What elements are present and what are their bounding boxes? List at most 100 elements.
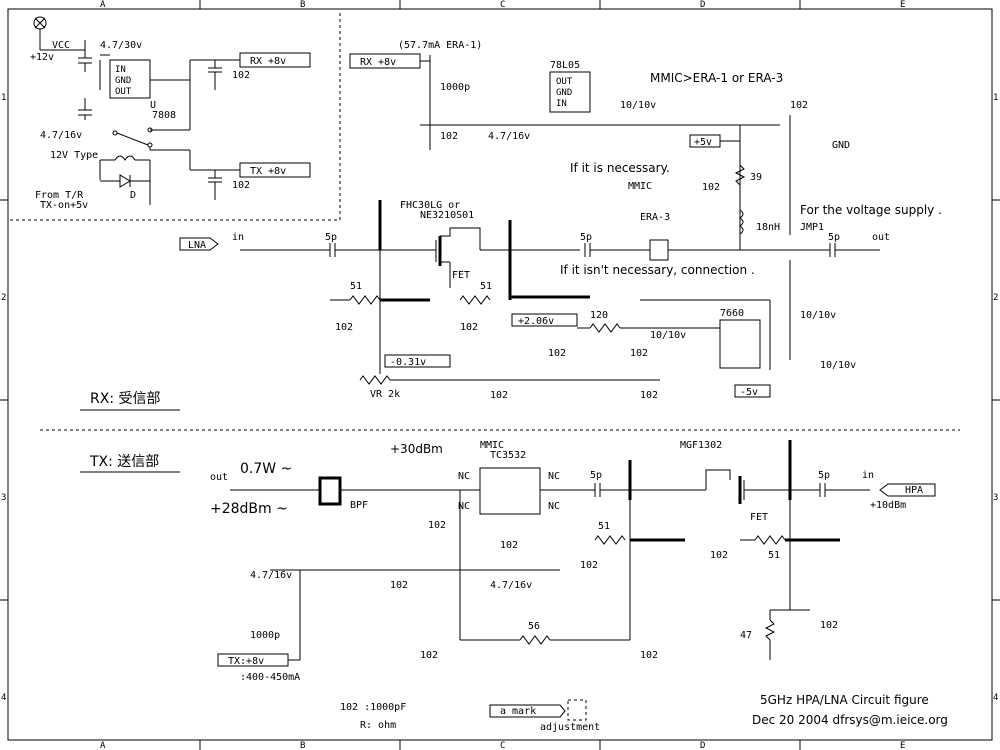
l18-symbol (739, 209, 744, 235)
reg-78l05: 78L05 (550, 60, 580, 71)
regulator-7808 (109, 59, 151, 99)
tx-fet-label: FET (750, 512, 768, 523)
ic7660-label: 7660 (720, 308, 744, 319)
mmic-label: MMIC (628, 181, 652, 192)
ic-7660 (719, 319, 761, 369)
bpf-label: BPF (350, 500, 368, 511)
from-label: From T/R (35, 190, 84, 201)
r51b-symbol (459, 295, 491, 305)
cap102-d: 102 (335, 322, 353, 333)
col-d-bottom: D (700, 741, 705, 750)
rx-8v-net (239, 52, 311, 68)
tx-mmic-label: MMIC (480, 440, 504, 451)
r39-value: 39 (750, 172, 762, 183)
tx-cap102-b: 102 (500, 540, 518, 551)
rx-current: (57.7mA ERA-1) (398, 40, 482, 51)
column-markers-top: A B C D E (100, 0, 905, 10)
r120-symbol (589, 323, 621, 333)
note-ohm: R: ohm (360, 720, 396, 731)
r39-symbol (734, 164, 746, 186)
rx-in-label: in (232, 232, 244, 243)
cap5p-c: 5p (828, 232, 840, 243)
vneg5-label: -5v (740, 387, 758, 398)
lna-port-label: LNA (188, 240, 206, 251)
rx-section-title: RX: 受信部 (90, 391, 161, 407)
diode-symbol (119, 174, 131, 188)
v206-label: +2.06v (518, 316, 554, 327)
v5-label: +5v (694, 137, 712, 148)
adjust-label: adjustment (540, 722, 600, 733)
r120-value: 120 (590, 310, 608, 321)
footer: 102 :1000pF R: ohm a mark adjustment 5GH… (340, 693, 948, 733)
tx-in-label: in (862, 470, 874, 481)
cap-102c: 102 (702, 182, 720, 193)
regulator-78l05 (549, 71, 591, 113)
necessary-note: If it is necessary. (570, 161, 670, 175)
row-3-right: 3 (993, 493, 998, 503)
circuit-title: 5GHz HPA/LNA Circuit figure (760, 693, 929, 707)
nc-2: NC (548, 471, 560, 482)
vcc-label: VCC (52, 40, 70, 51)
nc-1: NC (458, 471, 470, 482)
tx-mmic-part: TC3532 (490, 450, 526, 461)
cap-rx-value: 102 (232, 70, 250, 81)
cap102-f: 102 (548, 348, 566, 359)
tx-cap5p-a: 5p (590, 470, 602, 481)
hpa-port-label: HPA (905, 485, 923, 496)
lna-port (179, 237, 219, 251)
cap102-h: 102 (490, 390, 508, 401)
vr-symbol (359, 375, 391, 385)
row-1-right: 1 (993, 93, 998, 103)
era3-block (649, 239, 669, 261)
cap102-e: 102 (460, 322, 478, 333)
note-102: 102 :1000pF (340, 702, 406, 713)
vr-label: VR 2k (370, 389, 400, 400)
cap-1000p: 1000p (440, 82, 470, 93)
cap1010-b: 10/10v (650, 330, 686, 341)
cap-sw-value: 4.7/16v (40, 130, 82, 141)
r47-symbol (764, 619, 776, 641)
cap102-g: 102 (630, 348, 648, 359)
tx-8v-net (239, 162, 311, 178)
row-4-left: 4 (1, 693, 6, 703)
col-a-top: A (100, 0, 106, 10)
r51a-symbol (349, 295, 381, 305)
col-d-top: D (700, 0, 705, 10)
tx-r51b-symbol (754, 535, 786, 545)
tx-8v-label: TX +8v (250, 166, 286, 177)
tx-section: TX: 送信部 out 0.7W ~ +28dBm ~ BPF +30dBm M… (80, 440, 936, 683)
jmp-label: JMP1 (800, 222, 824, 233)
relay-label: 12V Type (50, 150, 98, 161)
row-2-left: 2 (1, 293, 6, 303)
l18-value: 18nH (756, 222, 780, 233)
cap102-i: 102 (640, 390, 658, 401)
cap-4716: 4.7/16v (488, 131, 530, 142)
relay-coil (114, 155, 136, 161)
txon-label: TX-on+5v (40, 200, 88, 211)
mgf-label: MGF1302 (680, 440, 722, 451)
tx-cap102-f: 102 (420, 650, 438, 661)
tx-power-1: 0.7W ~ (240, 461, 292, 477)
db30-label: +30dBm (390, 442, 443, 456)
row-markers: 1 2 3 4 1 2 3 4 (0, 93, 1000, 703)
cap1010-c: 10/10v (800, 310, 836, 321)
tx-cap1000p: 1000p (250, 630, 280, 641)
rx-out-label: out (872, 232, 890, 243)
cap-1010: 10/10v (620, 100, 656, 111)
v206-net (511, 313, 578, 327)
tx-cap4716-b: 4.7/16v (490, 580, 532, 591)
r56-value: 56 (528, 621, 540, 632)
tx-current: :400-450mA (240, 672, 300, 683)
mark-tag (489, 704, 566, 718)
nc-4: NC (548, 501, 560, 512)
reg-pin-gnd: GND (115, 76, 131, 86)
row-3-left: 3 (1, 493, 6, 503)
gnd-label: GND (832, 140, 850, 151)
tx-r51a-value: 51 (598, 521, 610, 532)
tx-r51a-symbol (594, 535, 626, 545)
tx-cap102-c: 102 (580, 560, 598, 571)
r51b-value: 51 (480, 281, 492, 292)
fet-parts2: NE3210S01 (420, 210, 474, 221)
vcc-value: +12v (30, 52, 54, 63)
fet-parts: FHC30LG or (400, 200, 460, 211)
